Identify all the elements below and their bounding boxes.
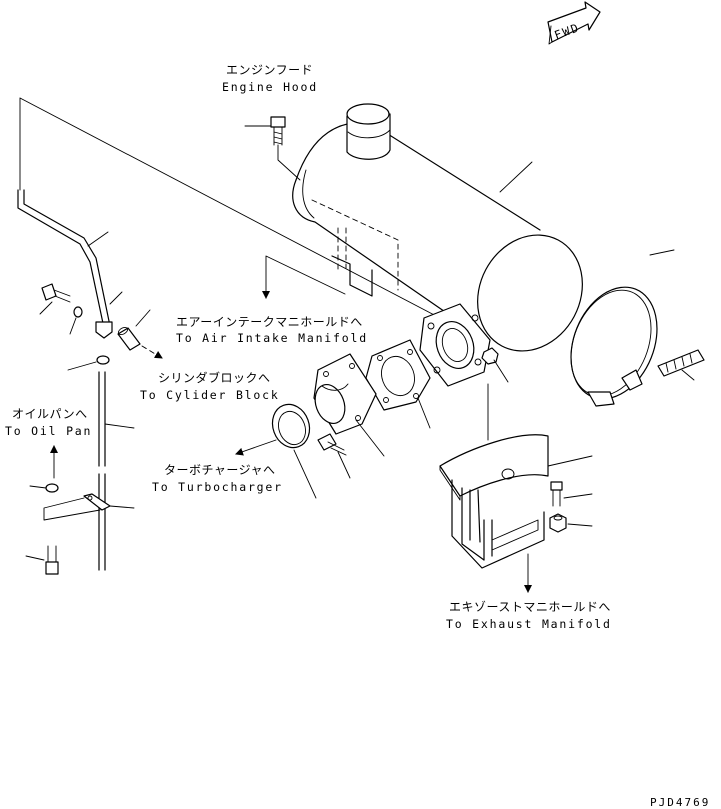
- air-intake-arrow: [262, 255, 346, 299]
- lower-washer: [29, 483, 59, 493]
- exhaust-manifold-label-en: To Exhaust Manifold: [446, 617, 612, 631]
- engine-hood-label-en: Engine Hood: [222, 80, 318, 94]
- hood-bolt: [244, 116, 301, 181]
- air-intake-label-ja: エアーインテークマニホールドへ: [176, 315, 363, 329]
- adapter-bolt: [317, 433, 351, 479]
- drawing-code: PJD4769: [650, 796, 710, 809]
- clamp-bolt: [657, 349, 705, 381]
- upper-bolt: [39, 283, 71, 315]
- support-bracket: [439, 383, 593, 569]
- inlet-flange: [419, 303, 491, 387]
- flange-nut: [481, 347, 509, 383]
- fwd-arrow-icon: FWD: [547, 1, 601, 45]
- bracket-nut: [549, 513, 593, 533]
- breather-pipe: [17, 189, 123, 339]
- vertical-tube: [98, 371, 135, 571]
- air-intake-label-en: To Air Intake Manifold: [176, 331, 368, 345]
- clip-washer: [67, 355, 110, 371]
- cylinder-block-arrow: [141, 345, 163, 359]
- engine-hood-callout: エンジンフード Engine Hood: [222, 63, 318, 94]
- turbocharger-arrow: [235, 439, 277, 456]
- air-intake-callout: エアーインテークマニホールドへ To Air Intake Manifold: [176, 315, 368, 345]
- hose-connector: [117, 309, 151, 351]
- clamp-band: [570, 249, 675, 407]
- upper-washer: [69, 306, 83, 335]
- gasket: [365, 339, 431, 429]
- bracket-bolt: [550, 481, 593, 507]
- oil-pan-label-ja: オイルパンへ: [12, 407, 88, 421]
- lower-bolt: [25, 545, 59, 575]
- exhaust-manifold-callout: エキゾーストマニホールドへ To Exhaust Manifold: [446, 600, 612, 631]
- oil-pan-label-en: To Oil Pan: [5, 424, 92, 438]
- pipe-clamp: [43, 493, 135, 521]
- turbocharger-label-en: To Turbocharger: [152, 480, 283, 494]
- leader-line: [19, 97, 441, 319]
- seal-ring: [271, 403, 317, 499]
- fwd-label: FWD: [552, 20, 581, 42]
- turbocharger-callout: ターボチャージャへ To Turbocharger: [152, 463, 283, 494]
- engine-hood-label-ja: エンジンフード: [226, 63, 313, 77]
- muffler: [292, 103, 583, 352]
- cylinder-block-label-en: To Cylider Block: [140, 388, 280, 402]
- cylinder-block-label-ja: シリンダブロックへ: [158, 370, 271, 385]
- cylinder-block-callout: シリンダブロックへ To Cylider Block: [140, 370, 280, 402]
- exhaust-manifold-label-ja: エキゾーストマニホールドへ: [449, 600, 611, 614]
- turbocharger-label-ja: ターボチャージャへ: [164, 463, 276, 477]
- adapter-flange: [313, 353, 385, 457]
- oil-pan-callout: オイルパンへ To Oil Pan: [5, 407, 92, 438]
